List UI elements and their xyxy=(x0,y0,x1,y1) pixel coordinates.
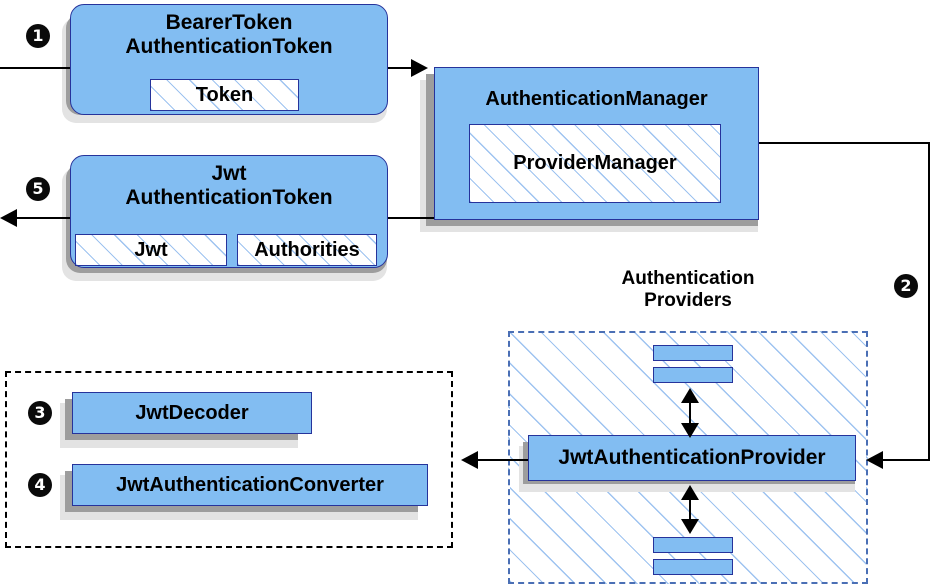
step-badge-3: 3 xyxy=(28,401,52,425)
bearer-token-title-line2: AuthenticationToken xyxy=(125,35,333,59)
authentication-providers-label-line1: Authentication xyxy=(621,268,755,289)
connector-into-provider xyxy=(878,459,930,461)
step-badge-5: 5 xyxy=(26,177,50,201)
connector-manager-right xyxy=(759,142,930,144)
jwt-authentication-converter-label: JwtAuthenticationConverter xyxy=(116,473,384,496)
jwt-authentication-provider-label: JwtAuthenticationProvider xyxy=(558,445,826,469)
connector-manager-down xyxy=(928,142,930,460)
connector-authenticated-out xyxy=(14,217,74,219)
bearer-token-title-line1: BearerToken xyxy=(165,11,293,34)
jwt-decoder-label: JwtDecoder xyxy=(135,401,249,424)
jwt-inner-box[interactable]: Jwt xyxy=(75,234,227,266)
connector-provider-down xyxy=(689,487,691,531)
provider-manager-box[interactable]: ProviderManager xyxy=(469,124,721,203)
connector-provider-up xyxy=(689,390,691,434)
jwt-token-title-line2: AuthenticationToken xyxy=(125,186,333,210)
authentication-providers-label: Authentication Providers xyxy=(588,268,788,313)
jwt-authentication-converter-box[interactable]: JwtAuthenticationConverter xyxy=(72,464,428,506)
step-badge-2: 2 xyxy=(894,274,918,298)
connector-provider-to-support xyxy=(478,459,530,461)
jwt-inner-label: Jwt xyxy=(134,238,168,261)
authentication-providers-label-line2: Providers xyxy=(644,290,732,312)
arrowhead-authenticated-out xyxy=(0,209,17,227)
connector-bearer-to-manager xyxy=(388,67,420,69)
step-badge-1: 1 xyxy=(26,24,50,48)
step-badge-4: 4 xyxy=(28,473,52,497)
arrowhead-into-provider xyxy=(866,451,883,469)
arrowhead-to-manager xyxy=(411,59,428,77)
arrowhead-provider-down xyxy=(681,519,699,534)
token-label: Token xyxy=(195,83,254,106)
connector-manager-to-jwt-token xyxy=(388,217,436,219)
provider-bar-top-2 xyxy=(653,367,733,383)
jwt-token-title-line1: Jwt xyxy=(211,162,247,185)
provider-bar-bottom-2 xyxy=(653,559,733,575)
token-box[interactable]: Token xyxy=(150,79,299,111)
arrowhead-to-support xyxy=(461,451,478,469)
authorities-label: Authorities xyxy=(254,238,360,261)
jwt-authentication-provider-box[interactable]: JwtAuthenticationProvider xyxy=(528,435,856,481)
arrowhead-provider-up xyxy=(681,388,699,403)
authentication-manager-title: AuthenticationManager xyxy=(485,88,708,110)
provider-bar-top-1 xyxy=(653,345,733,361)
provider-bar-bottom-1 xyxy=(653,537,733,553)
authorities-box[interactable]: Authorities xyxy=(237,234,377,266)
arrowhead-provider-down-up xyxy=(681,485,699,500)
provider-manager-label: ProviderManager xyxy=(513,152,677,174)
arrowhead-provider-up-down xyxy=(681,423,699,438)
connector-request-in xyxy=(0,67,70,69)
jwt-decoder-box[interactable]: JwtDecoder xyxy=(72,392,312,434)
